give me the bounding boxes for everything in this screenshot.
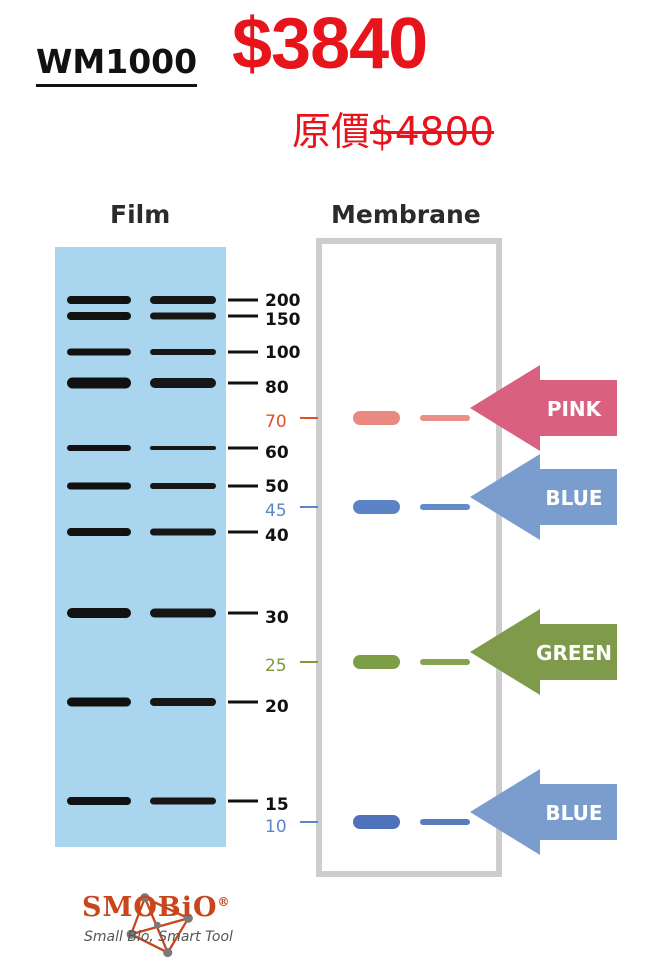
film-band-lane1-30 <box>67 608 131 618</box>
marker-label-100: 100 <box>265 343 301 363</box>
membrane-band-lane2-45 <box>420 504 470 510</box>
film-band-lane1-150 <box>67 312 131 320</box>
marker-label-60: 60 <box>265 443 289 463</box>
stain-arrow-pink-0 <box>470 365 617 451</box>
marker-label-80: 80 <box>265 378 289 398</box>
original-price-label: 原價 <box>292 110 371 155</box>
membrane-band-lane1-25 <box>353 655 400 669</box>
marker-label-70: 70 <box>265 412 287 432</box>
film-band-lane2-30 <box>150 608 216 618</box>
logo-name-text: SMOBiO <box>82 892 218 923</box>
film-band-lane1-80 <box>67 377 131 389</box>
logo-tagline: Small Bio, Smart Tool <box>84 929 233 945</box>
film-panel <box>55 247 226 847</box>
sale-price: $3840 <box>232 4 428 84</box>
film-band-lane1-40 <box>67 528 131 536</box>
marker-label-200: 200 <box>265 291 301 311</box>
film-band-lane1-20 <box>67 697 131 707</box>
marker-label-30: 30 <box>265 608 289 628</box>
marker-label-50: 50 <box>265 477 289 497</box>
film-band-lane2-60 <box>150 446 216 450</box>
marker-label-20: 20 <box>265 697 289 717</box>
membrane-band-lane1-45 <box>353 500 400 514</box>
film-band-lane1-60 <box>67 445 131 451</box>
membrane-band-lane1-10 <box>353 815 400 829</box>
membrane-band-lane2-70 <box>420 415 470 421</box>
film-band-lane2-15 <box>150 797 216 805</box>
film-band-lane2-100 <box>150 349 216 355</box>
film-band-lane1-50 <box>67 482 131 490</box>
film-title: Film <box>110 200 171 229</box>
stain-arrow-blue-3 <box>470 769 617 855</box>
marker-label-25: 25 <box>265 656 287 676</box>
membrane-band-lane2-10 <box>420 819 470 825</box>
stain-arrow-blue-1 <box>470 454 617 540</box>
marker-label-40: 40 <box>265 526 289 546</box>
marker-label-45: 45 <box>265 501 287 521</box>
marker-label-15: 15 <box>265 795 289 815</box>
film-band-lane1-100 <box>67 348 131 356</box>
stain-label-blue-1: BLUE <box>545 486 602 510</box>
stain-label-blue-3: BLUE <box>545 801 602 825</box>
film-band-lane2-50 <box>150 483 216 489</box>
film-band-lane2-40 <box>150 528 216 536</box>
film-band-lane1-200 <box>67 296 131 304</box>
membrane-title: Membrane <box>331 200 481 229</box>
logo-name: SMOBiO® <box>82 892 231 923</box>
product-code: WM1000 <box>36 42 198 87</box>
film-band-lane2-20 <box>150 698 216 706</box>
film-band-lane2-200 <box>150 296 216 304</box>
film-band-lane2-150 <box>150 312 216 320</box>
original-price: 原價$4800 <box>292 108 494 158</box>
membrane-band-lane1-70 <box>353 411 400 425</box>
film-band-lane1-15 <box>67 797 131 805</box>
film-band-lane2-80 <box>150 378 216 388</box>
logo-registered: ® <box>217 895 231 909</box>
marker-label-10: 10 <box>265 817 287 837</box>
membrane-panel <box>316 238 502 877</box>
marker-label-150: 150 <box>265 310 301 330</box>
stain-label-pink-0: PINK <box>547 397 603 421</box>
smobio-logo-icon <box>126 893 193 958</box>
stain-label-green-2: GREEN <box>536 641 612 665</box>
original-price-value: $4800 <box>370 110 495 155</box>
stain-arrow-green-2 <box>470 609 617 695</box>
membrane-band-lane2-25 <box>420 659 470 665</box>
